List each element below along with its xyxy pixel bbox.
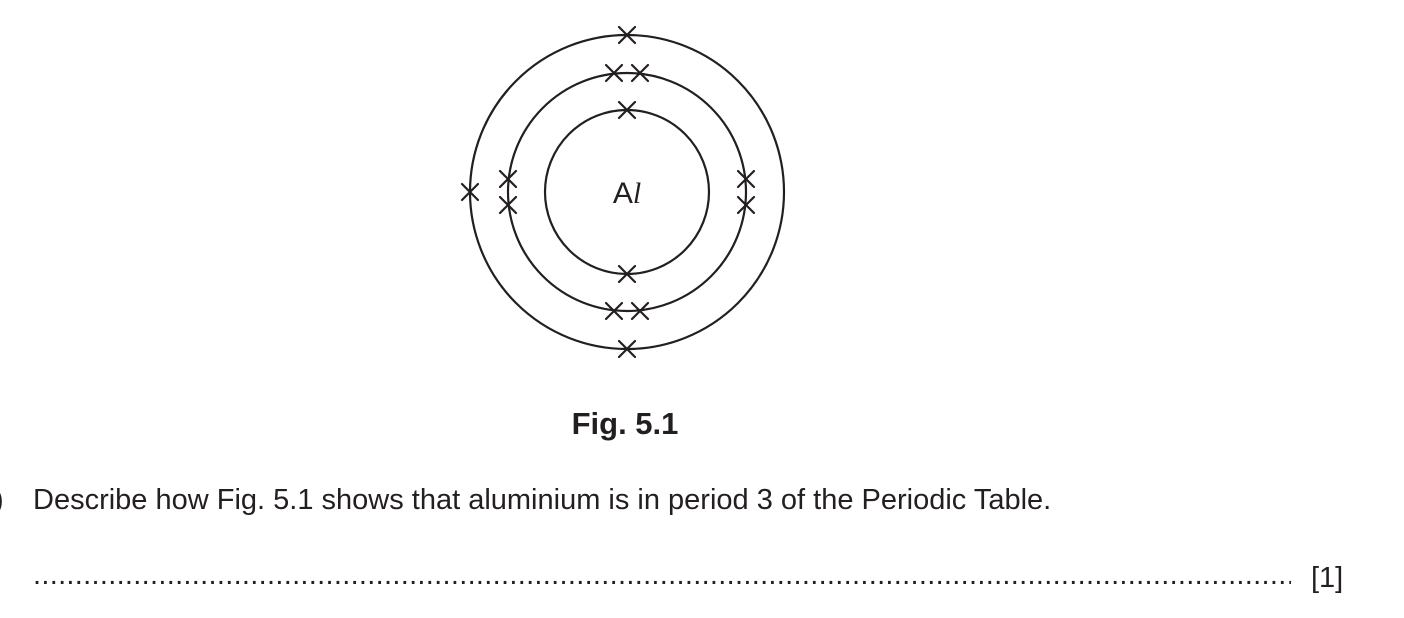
figure-caption: Fig. 5.1 [571, 406, 679, 441]
electron-cross [617, 339, 637, 359]
electron-cross [498, 169, 518, 189]
marks-label: [1] [1311, 562, 1344, 594]
electron-cross [498, 195, 518, 215]
electron-cross [460, 182, 480, 202]
electron-cross [630, 301, 650, 321]
electron-cross [604, 63, 624, 83]
electron-shell-diagram: Al [460, 25, 786, 359]
electron-cross [617, 25, 637, 45]
question-part-label: ) [0, 482, 4, 518]
element-symbol-italic: l [633, 177, 641, 210]
electron-cross [736, 195, 756, 215]
electron-cross [617, 264, 637, 284]
electron-cross [630, 63, 650, 83]
element-symbol-main: A [613, 177, 633, 210]
electron-cross [604, 301, 624, 321]
middle-shell [506, 71, 748, 313]
answer-line[interactable]: ........................................… [33, 561, 1291, 590]
electron-cross [617, 100, 637, 120]
electron-cross [736, 169, 756, 189]
element-symbol: Al [613, 177, 641, 210]
question-text: Describe how Fig. 5.1 shows that alumini… [33, 484, 1052, 516]
